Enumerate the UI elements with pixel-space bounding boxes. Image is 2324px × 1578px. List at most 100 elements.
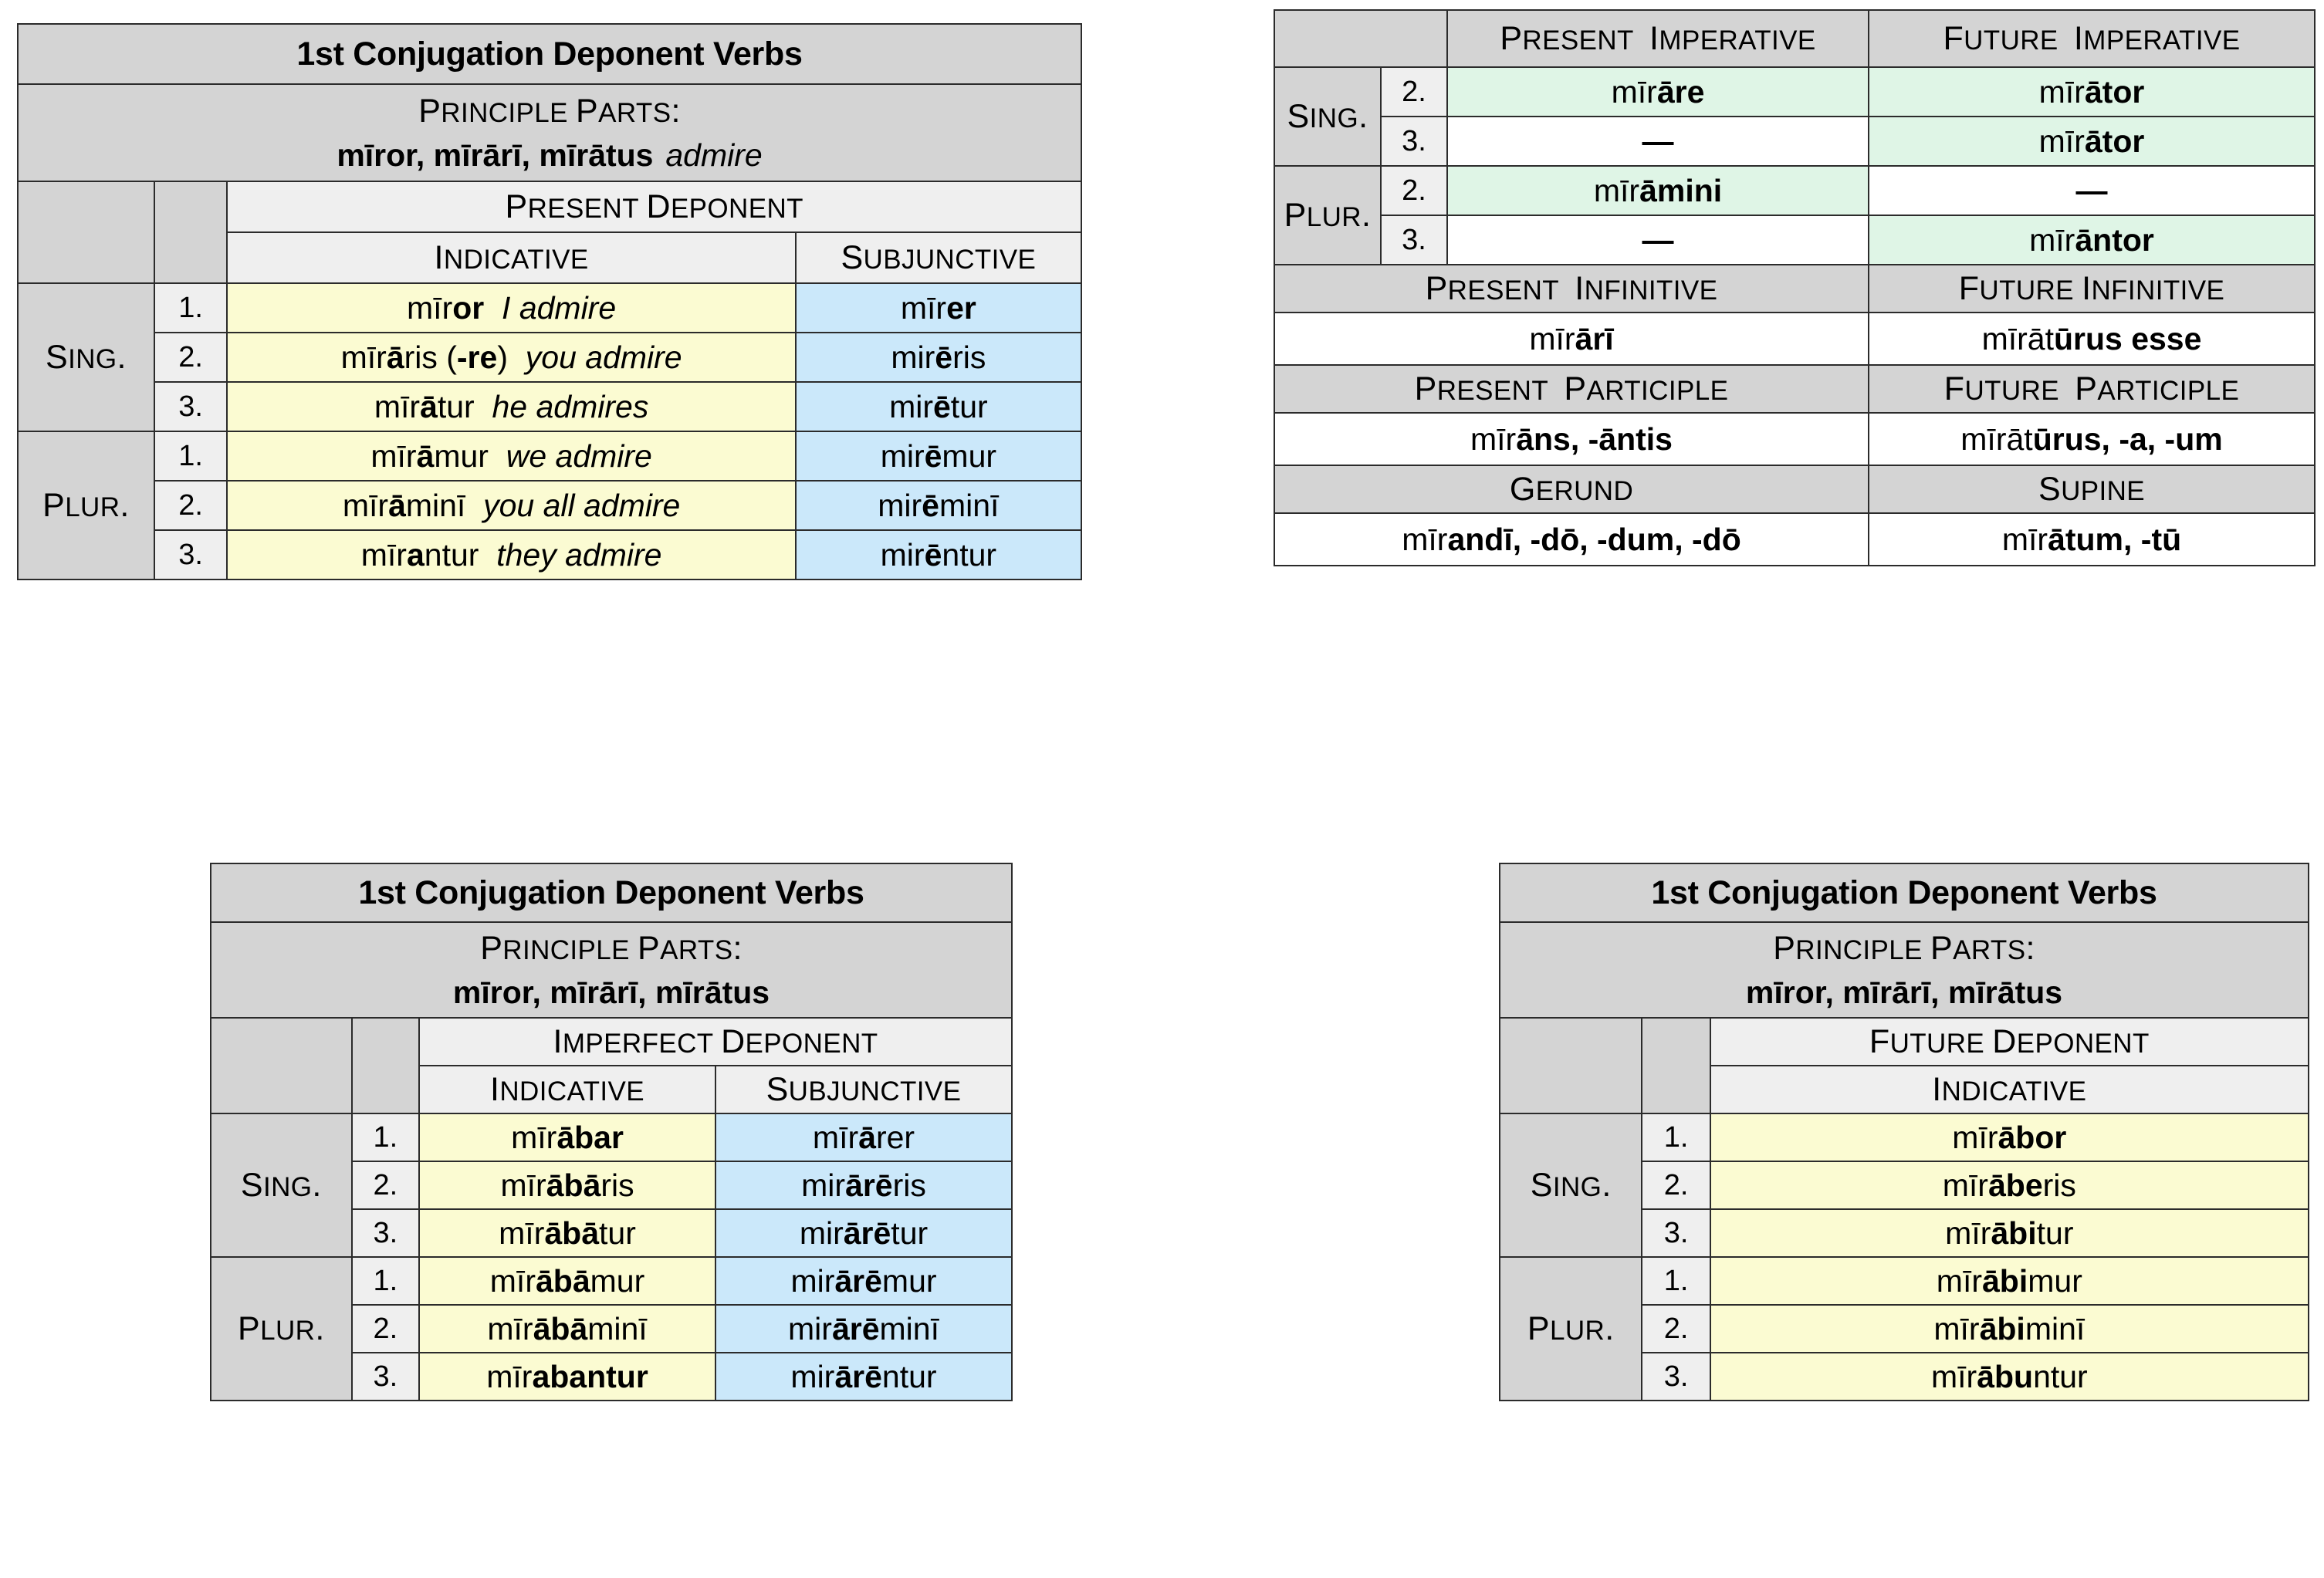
table-row: SING. 2. mīrāre mīrātor bbox=[1274, 66, 2316, 167]
form-subjunctive: mirētur bbox=[794, 381, 1083, 432]
table-row: 1st Conjugation Deponent Verbs bbox=[1499, 863, 2309, 923]
form-subjunctive: mirēmur bbox=[794, 431, 1083, 482]
person-number: 1. bbox=[1641, 1256, 1711, 1306]
future-deponent-table: 1st Conjugation Deponent Verbs PRINCIPLE… bbox=[1498, 863, 2310, 1401]
row-group-plur: PLUR. bbox=[1498, 1256, 1643, 1401]
table-row: PRESENT INFINITIVE FUTURE INFINITIVE bbox=[1274, 264, 2316, 313]
form-indicative: mīrābor bbox=[1709, 1113, 2310, 1162]
person-number: 2. bbox=[153, 332, 228, 383]
form-indicative: mīrātur he admires bbox=[226, 381, 797, 432]
page-title: 1st Conjugation Deponent Verbs bbox=[17, 23, 1082, 85]
form-subjunctive: mīrer bbox=[794, 282, 1083, 333]
table-row: 3. mīrābuntur bbox=[1500, 1352, 2310, 1401]
form-indicative: mīrāris (-re) you admire bbox=[226, 332, 797, 383]
table-row: 1st Conjugation Deponent Verbs bbox=[210, 863, 1013, 923]
row-group-plur: PLUR. bbox=[1274, 165, 1382, 265]
row-group-sing: SING. bbox=[1498, 1113, 1643, 1258]
table-row: PLUR. 1. mīrāmur we admire mirēmur bbox=[17, 431, 1083, 580]
table-row: PLUR. 1. mīrābimur bbox=[1498, 1256, 2310, 1401]
person-number: 1. bbox=[350, 1113, 421, 1162]
table-row: PRINCIPLE PARTS: mīror, mīrārī, mīrātus bbox=[1499, 921, 2309, 1019]
table-row: PRINCIPLE PARTS: mīror, mīrārī, mīrātus bbox=[210, 921, 1013, 1019]
table-row: FUTURE DEPONENT bbox=[1498, 1017, 2310, 1114]
tense-header: PRESENT DEPONENT bbox=[226, 181, 1082, 233]
person-number: 1. bbox=[153, 431, 228, 482]
form-supine: mīrātum, -tū bbox=[1868, 512, 2316, 566]
table-row: 1st Conjugation Deponent Verbs bbox=[17, 23, 1082, 85]
person-number: 1. bbox=[350, 1256, 421, 1306]
form-future-imperative: mīrātor bbox=[1868, 66, 2316, 117]
person-number: 2. bbox=[350, 1304, 421, 1353]
form-indicative: mīrābuntur bbox=[1709, 1352, 2310, 1401]
form-future-imperative: mīrātor bbox=[1868, 116, 2316, 167]
form-subjunctive: mirēris bbox=[794, 332, 1083, 383]
form-indicative: mīrābar bbox=[418, 1113, 716, 1162]
column-header-indicative: INDICATIVE bbox=[1709, 1065, 2310, 1114]
form-subjunctive: mirēntur bbox=[794, 529, 1083, 580]
person-number: 1. bbox=[153, 282, 228, 333]
table-row: PRESENT IMPERATIVE FUTURE IMPERATIVE bbox=[1274, 9, 2316, 68]
table-row: 2. mīrābāminī mirārēminī bbox=[211, 1304, 1013, 1353]
label-future-infinitive: FUTURE INFINITIVE bbox=[1868, 264, 2316, 313]
principle-parts-cell: PRINCIPLE PARTS: mīror, mīrārī, mīrātus bbox=[210, 921, 1013, 1019]
form-indicative: mīrābiminī bbox=[1709, 1304, 2310, 1353]
form-present-imperative: mīrāmini bbox=[1446, 165, 1869, 216]
form-gerund: mīrandī, -dō, -dum, -dō bbox=[1274, 512, 1869, 566]
person-number: 3. bbox=[1380, 215, 1448, 265]
form-present-imperative-empty: — bbox=[1446, 215, 1869, 265]
table-row: 3. — mīrātor bbox=[1274, 116, 2316, 167]
form-indicative: mīrābāmur bbox=[418, 1256, 716, 1306]
table-row: 2. mīrāminī you all admire mirēminī bbox=[18, 480, 1083, 531]
person-number: 3. bbox=[153, 529, 228, 580]
principle-parts-value: mīror, mīrārī, mīrātus bbox=[452, 974, 770, 1010]
table-row: 3. — mīrāntor bbox=[1274, 215, 2316, 265]
form-indicative: mīrābāminī bbox=[418, 1304, 716, 1353]
form-subjunctive: mirārēminī bbox=[714, 1304, 1013, 1353]
principle-parts-cell: PRINCIPLE PARTS: mīror, mīrārī, mīrātus bbox=[1499, 921, 2309, 1019]
corner-blank-2 bbox=[350, 1017, 421, 1114]
form-subjunctive: mirārēntur bbox=[714, 1352, 1013, 1401]
person-number: 2. bbox=[350, 1161, 421, 1210]
table-row: 2. mīrābāris mirārēris bbox=[211, 1161, 1013, 1210]
row-group-sing: SING. bbox=[1274, 66, 1382, 167]
principle-parts-label: PRINCIPLE PARTS: bbox=[1773, 929, 2035, 967]
form-indicative: mīrābitur bbox=[1709, 1208, 2310, 1258]
form-future-imperative: mīrāntor bbox=[1868, 215, 2316, 265]
form-indicative: mīrāberis bbox=[1709, 1161, 2310, 1210]
label-present-infinitive: PRESENT INFINITIVE bbox=[1274, 264, 1869, 313]
table-row: 3. mīrantur they admire mirēntur bbox=[18, 529, 1083, 580]
label-gerund: GERUND bbox=[1274, 465, 1869, 514]
person-number: 3. bbox=[350, 1208, 421, 1258]
table-row: mīrāns, -āntis mīrātūrus, -a, -um bbox=[1274, 412, 2316, 466]
table-title: 1st Conjugation Deponent Verbs bbox=[1651, 873, 2157, 911]
person-number: 3. bbox=[1641, 1352, 1711, 1401]
form-present-participle: mīrāns, -āntis bbox=[1274, 412, 1869, 466]
page-title: 1st Conjugation Deponent Verbs bbox=[1499, 863, 2309, 923]
row-group-sing: SING. bbox=[17, 282, 155, 432]
tense-header: IMPERFECT DEPONENT bbox=[418, 1017, 1013, 1066]
form-indicative: mīrābātur bbox=[418, 1208, 716, 1258]
column-header-indicative: INDICATIVE bbox=[418, 1065, 716, 1114]
table-row: 3. mīrabantur mirārēntur bbox=[211, 1352, 1013, 1401]
table-row: 3. mīrābātur mirārētur bbox=[211, 1208, 1013, 1258]
present-deponent-table: 1st Conjugation Deponent Verbs PRINCIPLE… bbox=[17, 23, 1083, 580]
label-future-participle: FUTURE PARTICIPLE bbox=[1868, 364, 2316, 414]
table-row: 3. mīrābitur bbox=[1500, 1208, 2310, 1258]
person-number: 1. bbox=[1641, 1113, 1711, 1162]
imperfect-deponent-table: 1st Conjugation Deponent Verbs PRINCIPLE… bbox=[210, 863, 1013, 1401]
person-number: 3. bbox=[1380, 116, 1448, 167]
table-row: PRINCIPLE PARTS: mīror, mīrārī, mīrātus … bbox=[17, 83, 1082, 182]
table-row: IMPERFECT DEPONENT bbox=[210, 1017, 1013, 1114]
table-row: 2. mīrābiminī bbox=[1500, 1304, 2310, 1353]
table-row: mīrārī mīrātūrus esse bbox=[1274, 312, 2316, 366]
column-header-future-imperative: FUTURE IMPERATIVE bbox=[1868, 9, 2316, 68]
form-indicative: mīrabantur bbox=[418, 1352, 716, 1401]
imperative-infinitive-table: PRESENT IMPERATIVE FUTURE IMPERATIVE SIN… bbox=[1274, 9, 2316, 566]
form-indicative: mīrāmur we admire bbox=[226, 431, 797, 482]
table-row: PRESENT PARTICIPLE FUTURE PARTICIPLE bbox=[1274, 364, 2316, 414]
corner-blank-1 bbox=[17, 181, 155, 284]
row-group-plur: PLUR. bbox=[210, 1256, 353, 1401]
person-number: 3. bbox=[350, 1352, 421, 1401]
form-indicative: mīrāminī you all admire bbox=[226, 480, 797, 531]
corner-blank-1 bbox=[1498, 1017, 1643, 1114]
